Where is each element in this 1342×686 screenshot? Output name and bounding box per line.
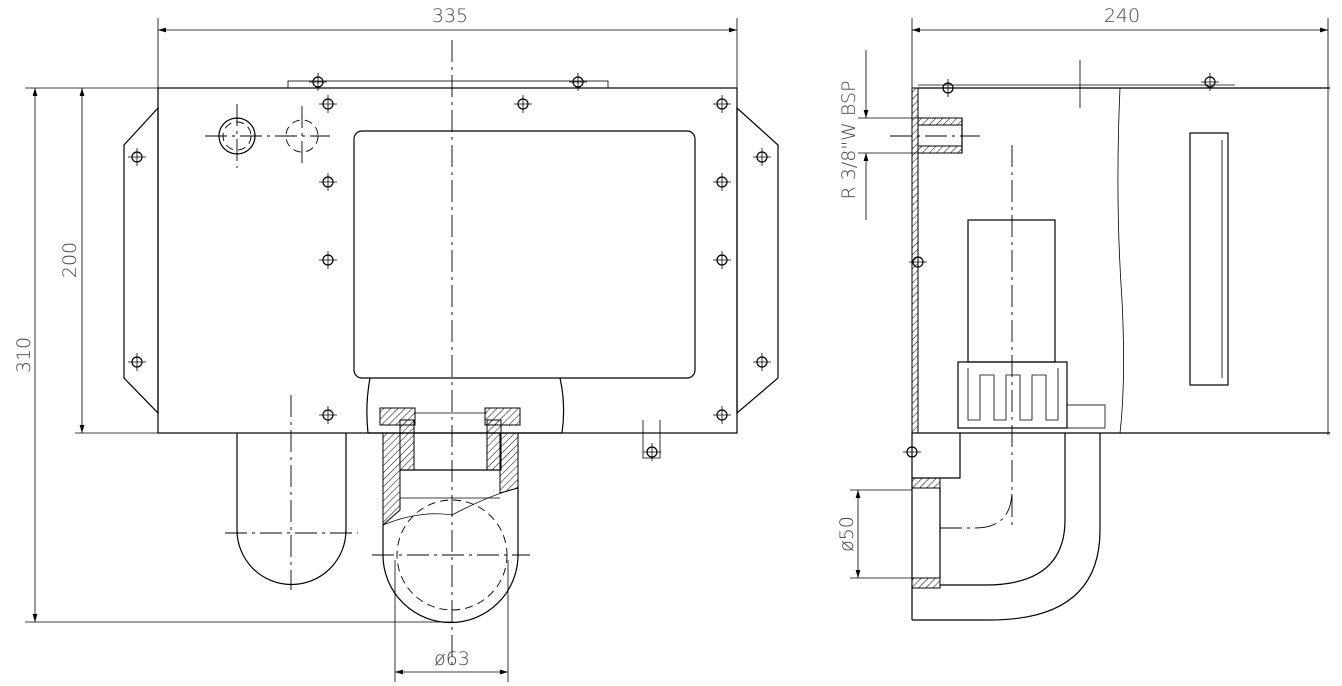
connection-ports xyxy=(205,104,330,168)
total-height-label: 310 xyxy=(13,337,35,373)
skimmer-body xyxy=(157,87,738,434)
outlet-diameter-label: ø63 xyxy=(434,648,470,670)
left-pipe xyxy=(236,433,347,586)
thread-connector: R 3/8"W BSP xyxy=(838,50,980,220)
top-plate xyxy=(287,80,609,89)
skimmer-window xyxy=(353,130,696,379)
width-dimension: 335 xyxy=(157,5,738,90)
depth-label: 240 xyxy=(1104,5,1140,27)
side-slot xyxy=(1189,132,1229,386)
side-view: 240 R 3/8"W BSP xyxy=(836,5,1330,621)
pump-basket xyxy=(957,145,1106,530)
drain-tab xyxy=(642,420,661,459)
outlet-fitting xyxy=(368,407,562,624)
right-flange xyxy=(736,106,779,415)
mounting-holes xyxy=(308,72,732,425)
left-flange xyxy=(123,106,159,415)
width-label: 335 xyxy=(432,5,468,27)
thread-label: R 3/8"W BSP xyxy=(838,80,860,199)
inlet-diameter-dimension: ø50 xyxy=(836,489,912,579)
front-view: 335 310 200 xyxy=(13,5,779,682)
box-height-label: 200 xyxy=(59,242,81,278)
inlet-diameter-label: ø50 xyxy=(836,516,858,552)
inlet-elbow xyxy=(902,433,1101,621)
height-dimensions: 310 200 xyxy=(13,87,452,623)
outlet-diameter-dimension: ø63 xyxy=(394,560,509,682)
